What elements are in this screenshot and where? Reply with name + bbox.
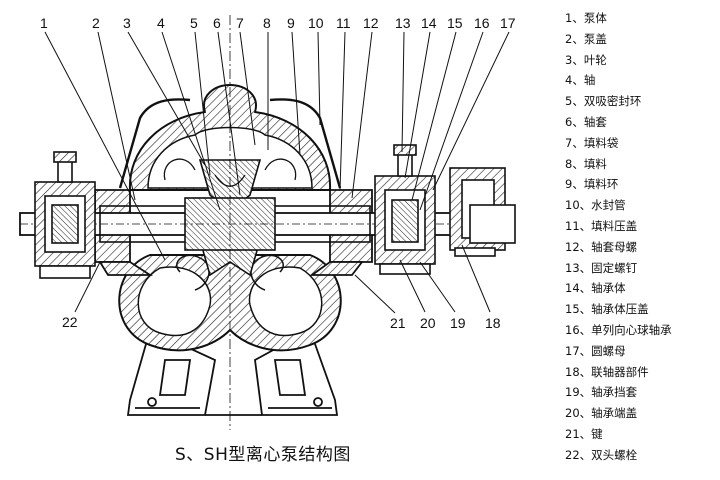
legend-item: 7、填料袋 [565,135,619,150]
pump-base [126,328,339,416]
callout-18: 18 [485,315,501,331]
left-bearing-assembly [34,151,96,279]
legend-item: 10、水封管 [565,198,626,213]
legend-item: 19、轴承挡套 [565,385,638,400]
legend-item: 15、轴承体压盖 [565,302,649,317]
callout-13: 13 [395,15,411,31]
legend-item: 16、单列向心球轴承 [565,322,672,337]
callout-4: 4 [157,15,165,31]
legend-item: 9、填料环 [565,177,619,192]
callout-11: 11 [336,15,351,31]
callout-1: 1 [40,15,48,31]
legend-item: 12、轴套母螺 [565,239,638,254]
callout-21: 21 [390,315,406,331]
pump-body [118,254,342,352]
callout-9: 9 [287,15,295,31]
callout-2: 2 [92,15,100,31]
callout-12: 12 [363,15,379,31]
callout-6: 6 [213,15,221,31]
legend-item: 22、双头螺栓 [565,447,638,462]
right-bearing-assembly [374,144,436,275]
legend-item: 4、轴 [565,73,596,88]
callout-10: 10 [308,15,324,31]
parts-legend: 1、泵体 2、泵盖 3、叶轮 4、轴 5、双吸密封环 6、轴套 7、填料袋 8、… [565,8,715,466]
legend-item: 21、键 [565,426,603,441]
legend-item: 2、泵盖 [565,31,607,46]
legend-item: 11、填料压盖 [565,218,638,233]
coupling [449,167,516,257]
callouts-bottom: 22 21 20 19 18 [62,314,501,331]
figure-caption: S、SH型离心泵结构图 [175,445,351,465]
callout-16: 16 [474,15,490,31]
legend-item: 18、联轴器部件 [565,364,649,379]
callout-19: 19 [450,315,466,331]
legend-item: 8、填料 [565,156,607,171]
legend-item: 13、固定螺钉 [565,260,638,275]
callouts-top: 1 2 3 4 5 6 7 8 9 10 11 12 13 14 15 16 1… [40,15,516,31]
legend-item: 14、轴承体 [565,281,626,296]
callout-14: 14 [421,15,437,31]
callout-8: 8 [263,15,271,31]
legend-item: 17、圆螺母 [565,343,626,358]
callout-7: 7 [236,15,244,31]
callout-20: 20 [420,315,436,331]
pump-structure-drawing: 1 2 3 4 5 6 7 8 9 10 11 12 13 14 15 16 1… [19,15,516,430]
legend-item: 5、双吸密封环 [565,94,642,109]
callout-3: 3 [123,15,131,31]
leader-lines [44,31,510,314]
callout-22: 22 [62,314,78,330]
legend-item: 3、叶轮 [565,52,607,67]
legend-item: 6、轴套 [565,114,607,129]
legend-item: 20、轴承端盖 [565,406,638,421]
legend-item: 1、泵体 [565,11,607,25]
callout-15: 15 [447,15,463,31]
callout-5: 5 [190,15,198,31]
callout-17: 17 [500,15,516,31]
